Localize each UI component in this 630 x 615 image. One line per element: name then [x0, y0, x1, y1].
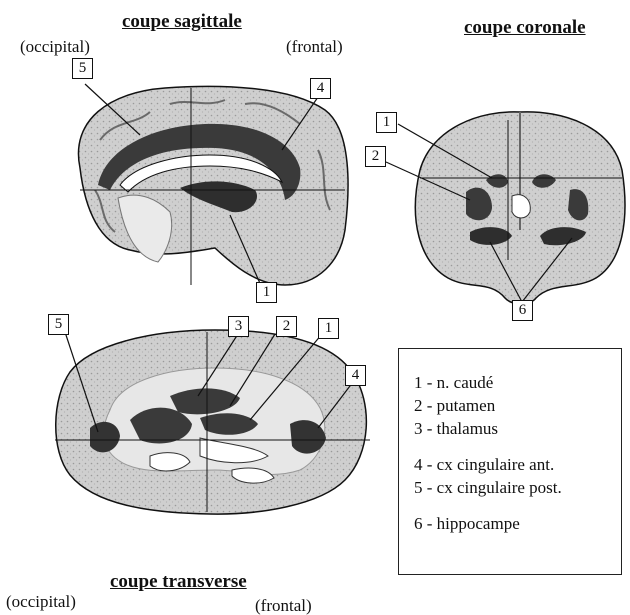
- transverse-marker-2: 2: [276, 316, 297, 337]
- transverse-marker-1: 1: [318, 318, 339, 339]
- coronal-title: coupe coronale: [464, 18, 586, 37]
- legend-item-ant-cingulate: 4 - cx cingulaire ant.: [414, 455, 554, 475]
- legend-item-post-cingulate: 5 - cx cingulaire post.: [414, 478, 562, 498]
- sagittal-frontal-label: (frontal): [286, 38, 343, 55]
- legend-box: 1 - n. caudé 2 - putamen 3 - thalamus 4 …: [398, 348, 622, 575]
- coronal-marker-6: 6: [512, 300, 533, 321]
- legend-item-hippocampus: 6 - hippocampe: [414, 514, 520, 534]
- sagittal-title: coupe sagittale: [122, 12, 242, 31]
- legend-item-caudate: 1 - n. caudé: [414, 373, 493, 393]
- coronal-marker-2: 2: [365, 146, 386, 167]
- sagittal-marker-5: 5: [72, 58, 93, 79]
- legend-item-putamen: 2 - putamen: [414, 396, 495, 416]
- sagittal-marker-4: 4: [310, 78, 331, 99]
- transverse-marker-4: 4: [345, 365, 366, 386]
- transverse-title: coupe transverse: [110, 572, 247, 591]
- transverse-marker-3: 3: [228, 316, 249, 337]
- transverse-marker-5: 5: [48, 314, 69, 335]
- transverse-frontal-label: (frontal): [255, 597, 312, 614]
- transverse-occipital-label: (occipital): [6, 593, 76, 610]
- sagittal-occipital-label: (occipital): [20, 38, 90, 55]
- coronal-marker-1: 1: [376, 112, 397, 133]
- legend-item-thalamus: 3 - thalamus: [414, 419, 498, 439]
- sagittal-marker-1: 1: [256, 282, 277, 303]
- coronal-section: [415, 112, 625, 304]
